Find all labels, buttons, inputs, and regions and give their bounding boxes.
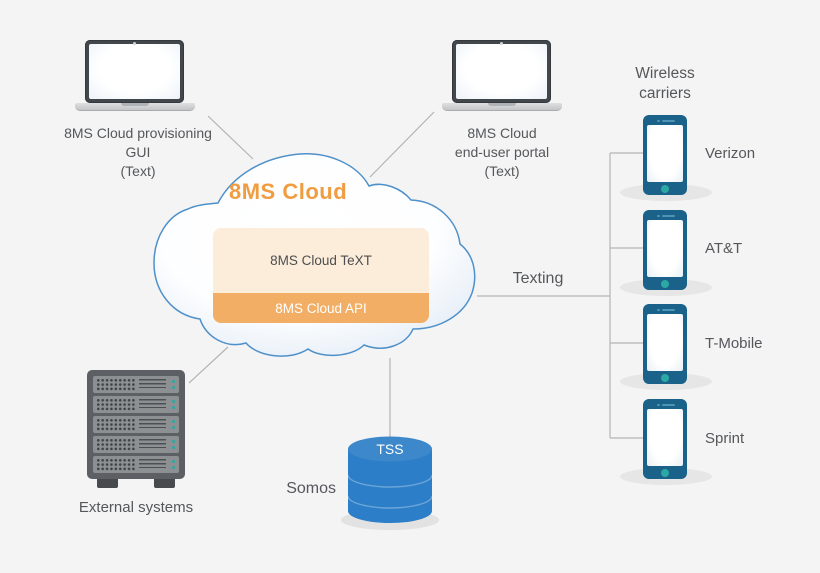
- cloud-text-layer: 8MS Cloud TeXT: [213, 228, 429, 293]
- provisioning-gui-label-line3: (Text): [120, 163, 156, 179]
- server-vents-icon: [97, 458, 135, 471]
- texting-label: Texting: [512, 270, 564, 287]
- database-top: [348, 436, 432, 462]
- laptop-base: [442, 103, 562, 111]
- phone-camera-icon: [657, 119, 660, 122]
- server-vents-icon: [97, 398, 135, 411]
- end-user-portal-label: 8MS Cloud end-user portal (Text): [402, 124, 602, 181]
- end-user-portal-label-line1: 8MS Cloud: [467, 125, 537, 141]
- phone-speaker-icon: [662, 308, 675, 311]
- led-icon: [172, 425, 175, 429]
- laptop-base: [75, 103, 195, 111]
- server-unit: [93, 416, 179, 433]
- database-icon: TSS: [341, 436, 439, 530]
- database-separator: [347, 495, 433, 509]
- wireless-carriers-heading: Wireless carriers: [595, 64, 735, 104]
- phone-camera-icon: [657, 214, 660, 217]
- phone-screen: [647, 125, 683, 182]
- server-leds: [172, 420, 175, 429]
- server-slots-icon: [139, 399, 166, 410]
- cloud-layers-box: 8MS Cloud TeXT 8MS Cloud API: [213, 228, 429, 323]
- led-icon: [172, 440, 175, 444]
- led-icon: [172, 445, 175, 449]
- database-separator: [347, 474, 433, 488]
- server-unit: [93, 376, 179, 393]
- led-icon: [172, 420, 175, 424]
- server-vents-icon: [97, 438, 135, 451]
- phone-screen: [647, 409, 683, 466]
- rack-foot: [97, 479, 118, 488]
- phone-speaker-icon: [662, 119, 675, 122]
- cloud-title: 8MS Cloud: [229, 179, 348, 204]
- server-slots-icon: [139, 459, 166, 470]
- phone-home-button-icon: [661, 373, 669, 382]
- server-slots-icon: [139, 379, 166, 390]
- somos-label: Somos: [286, 480, 336, 497]
- led-icon: [172, 460, 175, 464]
- webcam-dot-icon: [500, 41, 503, 45]
- rack-foot: [154, 479, 175, 488]
- laptop-screen: [89, 44, 180, 99]
- phone-screen: [647, 314, 683, 371]
- laptop-icon-provisioning-gui: [75, 40, 195, 111]
- led-icon: [172, 385, 175, 389]
- carrier-label-verizon: Verizon: [705, 145, 756, 162]
- server-vents-icon: [97, 418, 135, 431]
- line-gui-to-cloud: [207, 115, 254, 160]
- server-slots-icon: [139, 419, 166, 430]
- server-leds: [172, 460, 175, 469]
- laptop-base-notch: [121, 103, 149, 106]
- phone-icon-sprint: [643, 399, 687, 479]
- database-body: [348, 449, 432, 523]
- server-rack-units: [93, 376, 179, 473]
- led-icon: [172, 400, 175, 404]
- external-systems-label: External systems: [78, 499, 194, 516]
- server-slots-icon: [139, 439, 166, 450]
- line-cloud-to-servers: [188, 346, 229, 384]
- phone-icon-tmobile: [643, 304, 687, 384]
- phone-speaker-icon: [662, 214, 675, 217]
- laptop-base-notch: [488, 103, 516, 106]
- wireless-carriers-heading-line1: Wireless: [635, 65, 695, 82]
- server-leds: [172, 400, 175, 409]
- phone-icon-verizon: [643, 115, 687, 195]
- server-unit: [93, 436, 179, 453]
- webcam-dot-icon: [133, 41, 136, 45]
- provisioning-gui-label-line1: 8MS Cloud provisioning: [64, 125, 212, 141]
- server-rack-icon: [87, 370, 185, 488]
- laptop-screen: [456, 44, 547, 99]
- led-icon: [172, 405, 175, 409]
- server-leds: [172, 440, 175, 449]
- phone-home-button-icon: [661, 279, 669, 288]
- phone-speaker-icon: [662, 403, 675, 406]
- provisioning-gui-label-line2: GUI: [125, 144, 151, 160]
- phone-camera-icon: [657, 308, 660, 311]
- provisioning-gui-label: 8MS Cloud provisioning GUI (Text): [38, 124, 238, 181]
- laptop-icon-end-user-portal: [442, 40, 562, 111]
- end-user-portal-label-line3: (Text): [484, 163, 520, 179]
- led-icon: [172, 380, 175, 384]
- phone-screen: [647, 220, 683, 277]
- phone-home-button-icon: [661, 184, 669, 193]
- wireless-carriers-heading-line2: carriers: [639, 85, 691, 102]
- phone-home-button-icon: [661, 468, 669, 477]
- cloud-api-layer: 8MS Cloud API: [213, 293, 429, 323]
- phone-icon-att: [643, 210, 687, 290]
- phone-camera-icon: [657, 403, 660, 406]
- carrier-label-sprint: Sprint: [705, 430, 745, 447]
- server-unit: [93, 456, 179, 473]
- end-user-portal-label-line2: end-user portal: [454, 144, 550, 160]
- line-portal-to-cloud: [369, 111, 435, 178]
- server-leds: [172, 380, 175, 389]
- server-unit: [93, 396, 179, 413]
- carrier-label-att: AT&T: [705, 240, 743, 257]
- carrier-label-tmobile: T-Mobile: [705, 335, 763, 352]
- server-vents-icon: [97, 378, 135, 391]
- led-icon: [172, 465, 175, 469]
- database-label: TSS: [376, 441, 403, 457]
